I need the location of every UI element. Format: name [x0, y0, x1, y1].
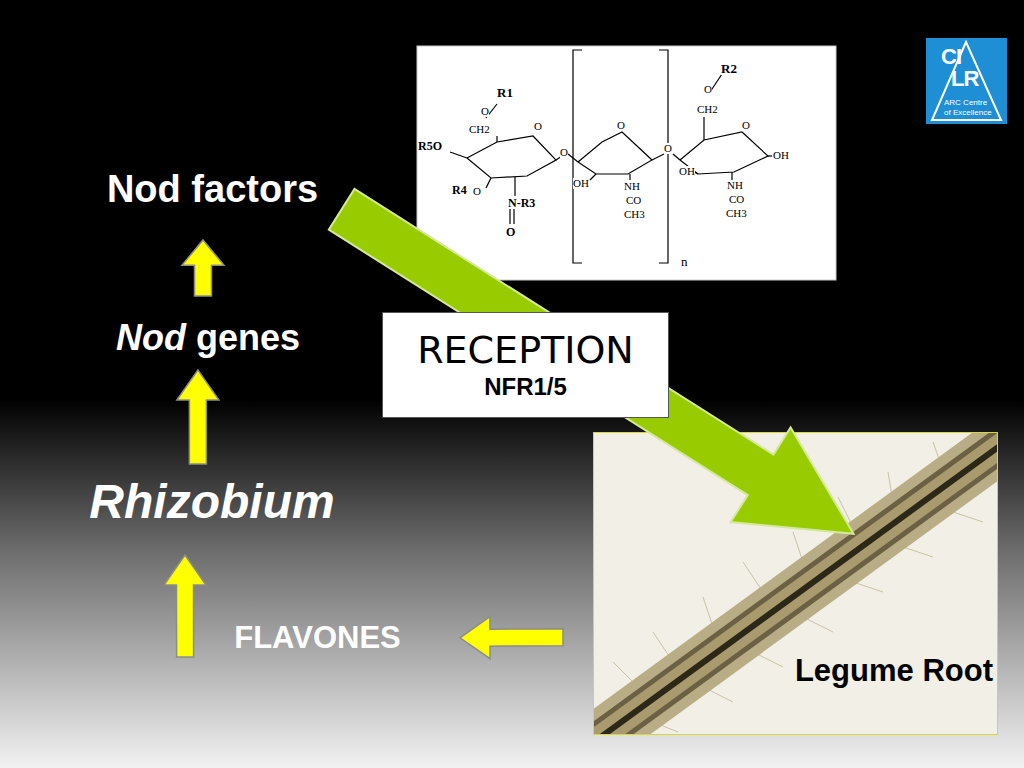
node-text: RECEPTION — [417, 329, 634, 373]
centre-logo-part — [932, 42, 1001, 120]
structure-panel-part-part — [514, 177, 515, 196]
node-text: FLAVONES — [234, 620, 401, 656]
root-photo-part-part — [853, 582, 883, 592]
structure-panel-part-part — [652, 154, 664, 160]
logo-letters: CI — [941, 46, 961, 68]
signal-label: FLAVONES — [160, 616, 430, 660]
structure-label: NH — [727, 180, 743, 191]
structure-label: R4 — [452, 184, 467, 196]
structure-label: n — [681, 255, 688, 268]
node-text: Nod genes — [116, 317, 300, 358]
structure-label: CO — [729, 194, 744, 205]
reception-box: RECEPTIONNFR1/5 — [382, 312, 669, 418]
structure-panel-part-part — [467, 136, 556, 178]
structure-panel-part-part — [590, 174, 596, 180]
structure-label: N-R3 — [508, 197, 535, 209]
node-text: Legume Root — [795, 653, 993, 689]
structure-label: R1 — [497, 86, 513, 99]
root-photo-part-part — [903, 547, 933, 557]
node-text: Nod factors — [107, 168, 318, 212]
structure-panel-part-part — [673, 154, 680, 160]
root-photo-part — [594, 433, 998, 735]
structure-label: NH — [624, 181, 640, 192]
structure-panel-part-part — [629, 174, 630, 180]
root-photo — [593, 432, 998, 735]
structure-label: OH — [573, 178, 589, 189]
node-subtext: NFR1/5 — [484, 373, 567, 401]
structure-label: O — [481, 106, 489, 117]
flow-arrow — [460, 617, 563, 659]
root-photo-part — [593, 440, 998, 735]
centre-logo-part — [926, 38, 1007, 124]
root-photo-part-part — [613, 662, 633, 682]
structure-label: O — [704, 84, 712, 95]
structure-label: OH — [773, 150, 789, 161]
root-photo-part — [593, 440, 998, 735]
structure-panel-part-part — [496, 136, 497, 142]
structure-panel-part-part — [768, 155, 772, 156]
structure-label: CH3 — [624, 209, 645, 220]
root-panel: Legume Root — [593, 432, 998, 735]
structure-label: CH3 — [726, 208, 747, 219]
process-label: Nod factors — [85, 166, 340, 214]
logo-letters: LR — [951, 68, 978, 90]
structure-panel-part-part — [509, 209, 510, 224]
structure-panel-part-part — [659, 50, 668, 263]
structure-label: R5O — [418, 140, 442, 152]
structure-panel-part-part — [731, 172, 732, 180]
root-photo-part-part — [703, 597, 713, 627]
structure-panel-part-part — [578, 132, 652, 174]
flow-arrow — [164, 555, 206, 657]
node-text: Rhizobium — [89, 474, 334, 529]
structure-label: O — [664, 143, 672, 154]
structure-panel — [417, 46, 836, 280]
structure-label: CH2 — [469, 124, 490, 135]
process-label: Nod genes — [88, 316, 328, 360]
signal-arrow — [329, 189, 854, 534]
structure-label: CO — [626, 195, 641, 206]
structure-panel-part-part — [486, 178, 491, 188]
root-photo-part — [593, 440, 998, 735]
structure-label: CH2 — [697, 104, 718, 115]
structure-label: O — [534, 121, 542, 132]
structure-label: OH — [679, 166, 695, 177]
centre-logo — [926, 38, 1007, 124]
structure-label: O — [473, 186, 481, 197]
logo-text: of Excellence — [944, 109, 992, 117]
italic-word: Nod — [116, 317, 186, 358]
structure-label: O — [560, 147, 568, 158]
root-photo-part-part — [953, 512, 983, 522]
root-photo-part — [593, 440, 998, 735]
organism-label: Rhizobium — [62, 474, 362, 530]
flow-arrow — [177, 370, 219, 464]
structure-label: O — [742, 120, 750, 131]
structure-panel-part-part — [573, 50, 582, 263]
structure-panel-part-part — [450, 152, 467, 158]
structure-panel-part-part — [513, 209, 514, 224]
structure-panel-part-part — [703, 117, 704, 140]
logo-text: ARC Centre — [944, 99, 987, 107]
structure-panel-part — [450, 50, 772, 263]
flow-arrow — [182, 240, 224, 296]
structure-label: O — [506, 226, 515, 238]
structure-panel-part — [417, 46, 836, 280]
structure-label: O — [617, 120, 625, 131]
structure-label: R2 — [721, 62, 737, 75]
